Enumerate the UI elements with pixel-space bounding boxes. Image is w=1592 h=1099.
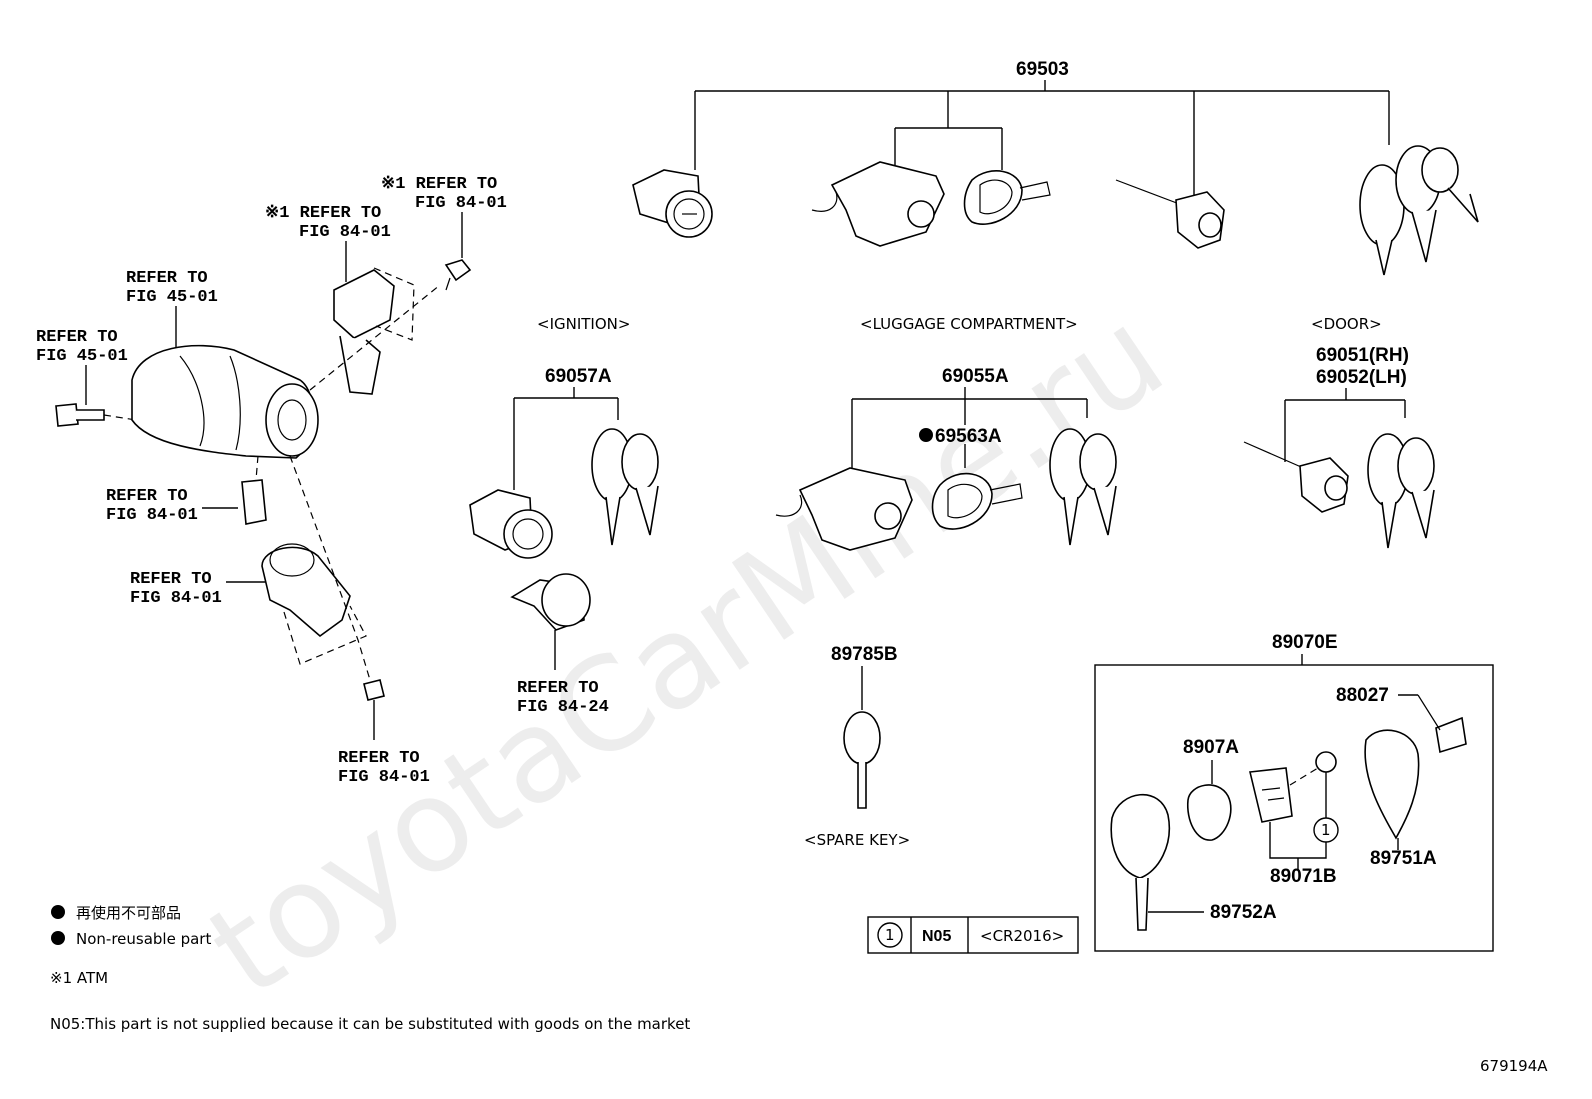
refer-r8-line2[interactable]: FIG 84-24 (517, 698, 609, 717)
battery-code: N05 (922, 928, 951, 945)
battery-spec: <CR2016> (980, 927, 1064, 945)
refer-r2-line1[interactable]: ※1 REFER TO (265, 204, 381, 223)
refer-r8-line1[interactable]: REFER TO (517, 679, 599, 698)
legend-non-reusable-jp: 再使用不可部品 (76, 904, 181, 922)
part-number-69057A[interactable]: 69057A (545, 366, 612, 387)
tree-69503: 69503 (694, 59, 1390, 205)
part-number-8907A[interactable]: 8907A (1183, 737, 1239, 758)
refer-r3-line2[interactable]: FIG 45-01 (126, 288, 218, 307)
non-reusable-marker (919, 428, 933, 442)
keys-top (1359, 145, 1479, 276)
part-number-89752A[interactable]: 89752A (1210, 902, 1277, 923)
refer-r4-line1[interactable]: REFER TO (36, 328, 118, 347)
tree-69057A: 69057A (469, 366, 659, 670)
tree-69051-69052: 69051(RH) 69052(LH) (1243, 345, 1435, 549)
refer-r6-line1[interactable]: REFER TO (130, 570, 212, 589)
part-number-69563A[interactable]: 69563A (935, 426, 1002, 447)
group-label-luggage: <LUGGAGE COMPARTMENT> (860, 315, 1078, 333)
refer-r3-line1[interactable]: REFER TO (126, 269, 208, 288)
luggage-lock-top (811, 161, 1051, 247)
door-lock-top (1115, 179, 1225, 249)
battery-table: 1 N05 <CR2016> (867, 916, 1079, 954)
part-number-88027[interactable]: 88027 (1336, 685, 1389, 706)
refer-r6-line2[interactable]: FIG 84-01 (130, 589, 222, 608)
ignition-cylinder-top (632, 169, 713, 238)
legend-dot-jp (51, 905, 65, 919)
figure-id: 679194A (1480, 1057, 1548, 1075)
refer-r1-line1[interactable]: ※1 REFER TO (381, 175, 497, 194)
group-label-spare-key: <SPARE KEY> (804, 831, 910, 849)
part-number-89751A[interactable]: 89751A (1370, 848, 1437, 869)
tree-89070E: 89070E 88027 8907A 1 89071B 89751A 89752… (1094, 632, 1494, 952)
legend: 再使用不可部品 Non-reusable part ※1 ATM N05:Thi… (50, 904, 690, 1033)
refer-r5-line2[interactable]: FIG 84-01 (106, 506, 198, 525)
watermark: toyotaCarMine.ru (184, 280, 1189, 1025)
refer-r2-line2[interactable]: FIG 84-01 (299, 223, 391, 242)
refer-r7-line1[interactable]: REFER TO (338, 749, 420, 768)
part-number-89071B[interactable]: 89071B (1270, 866, 1337, 887)
refer-r4-line2[interactable]: FIG 45-01 (36, 347, 128, 366)
battery-ref: 1 (885, 926, 895, 944)
legend-non-reusable-en: Non-reusable part (76, 930, 211, 948)
legend-atm-note: ※1 ATM (50, 969, 108, 987)
legend-n05-note: N05:This part is not supplied because it… (50, 1015, 690, 1033)
callout-1: 1 (1321, 821, 1331, 839)
part-number-89070E[interactable]: 89070E (1272, 632, 1338, 653)
group-label-ignition: <IGNITION> (537, 315, 630, 333)
part-number-69052[interactable]: 69052(LH) (1316, 367, 1407, 388)
left-assembly: ※1 REFER TO FIG 84-01 ※1 REFER TO FIG 84… (36, 175, 507, 787)
part-number-69055A[interactable]: 69055A (942, 366, 1009, 387)
legend-dot-en (51, 931, 65, 945)
group-label-door: <DOOR> (1311, 315, 1382, 333)
part-number-69503[interactable]: 69503 (1016, 59, 1069, 80)
tree-69055A: 69055A 69563A (775, 366, 1117, 551)
refer-r1-line2[interactable]: FIG 84-01 (415, 194, 507, 213)
tree-89785B: 89785B <SPARE KEY> (804, 644, 910, 849)
part-number-89785B[interactable]: 89785B (831, 644, 898, 665)
part-number-69051[interactable]: 69051(RH) (1316, 345, 1409, 366)
refer-r5-line1[interactable]: REFER TO (106, 487, 188, 506)
refer-r7-line2[interactable]: FIG 84-01 (338, 768, 430, 787)
